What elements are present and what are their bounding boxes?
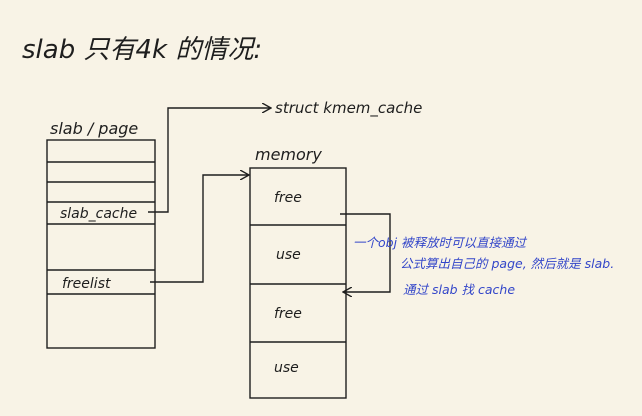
memory-cell-use: use bbox=[274, 360, 299, 376]
slab-cache-field: slab_cache bbox=[60, 206, 137, 222]
note-line: 通过 slab 找 cache bbox=[403, 282, 515, 297]
memory-block bbox=[249, 167, 347, 399]
slab-cache-pointer-arrow bbox=[148, 108, 270, 213]
obj-free-return-arrow bbox=[340, 213, 391, 292]
slab-page-box bbox=[46, 139, 156, 349]
diagram-title: slab 只有4k 的情况: bbox=[22, 35, 262, 65]
memory-cell-use: use bbox=[276, 247, 301, 263]
memory-cell-free: free bbox=[274, 190, 302, 206]
memory-box bbox=[249, 167, 347, 399]
note-line: 公式算出自己的 page, 然后就是 slab. bbox=[400, 256, 614, 271]
slab-page-label: slab / page bbox=[50, 119, 138, 138]
memory-cell-free: free bbox=[274, 306, 302, 322]
kmem-cache-target-label: struct kmem_cache bbox=[275, 99, 422, 118]
note-line: 一个obj 被释放时可以直接通过 bbox=[353, 235, 528, 250]
obj-free-note: 一个obj 被释放时可以直接通过 公式算出自己的 page, 然后就是 slab… bbox=[353, 235, 614, 297]
freelist-field: freelist bbox=[62, 276, 111, 292]
freelist-pointer-arrow bbox=[150, 175, 248, 283]
slab-page-struct bbox=[46, 139, 156, 349]
memory-label: memory bbox=[255, 145, 322, 164]
